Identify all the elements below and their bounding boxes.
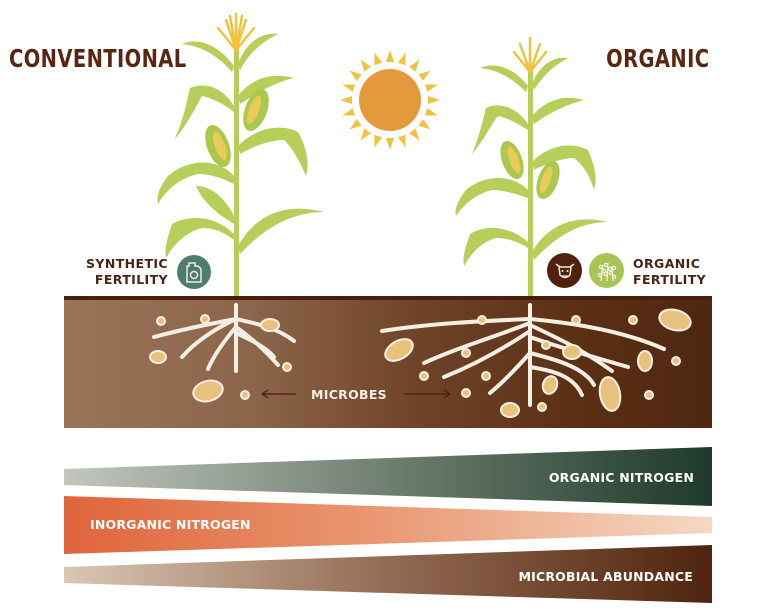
corn-plant-left <box>157 12 324 298</box>
roots-and-microbes <box>149 303 692 418</box>
soil-surface-line <box>64 296 712 300</box>
organic-label-line1: ORGANIC <box>633 256 701 271</box>
fertilizer-jug-icon <box>177 255 211 289</box>
organic-label-line2: FERTILITY <box>633 272 707 287</box>
organic-fertility-label: ORGANIC FERTILITY <box>633 256 706 288</box>
microbes-label: MICROBES <box>311 387 387 402</box>
synthetic-fertility-label: SYNTHETIC FERTILITY <box>80 256 168 288</box>
synthetic-label-line2: FERTILITY <box>94 272 168 287</box>
plant-sprig-icon <box>589 253 624 288</box>
inorganic-nitrogen-label: INORGANIC NITROGEN <box>90 517 251 532</box>
gradient-bars <box>64 447 712 603</box>
corn-plant-right <box>455 36 608 298</box>
organic-title: ORGANIC <box>605 44 709 73</box>
sun-icon <box>340 50 440 150</box>
cow-icon <box>547 253 582 288</box>
conventional-title: CONVENTIONAL <box>9 44 187 73</box>
microbial-abundance-label: MICROBIAL ABUNDANCE <box>518 569 693 584</box>
organic-nitrogen-label: ORGANIC NITROGEN <box>548 470 694 485</box>
synthetic-label-line1: SYNTHETIC <box>86 256 168 271</box>
